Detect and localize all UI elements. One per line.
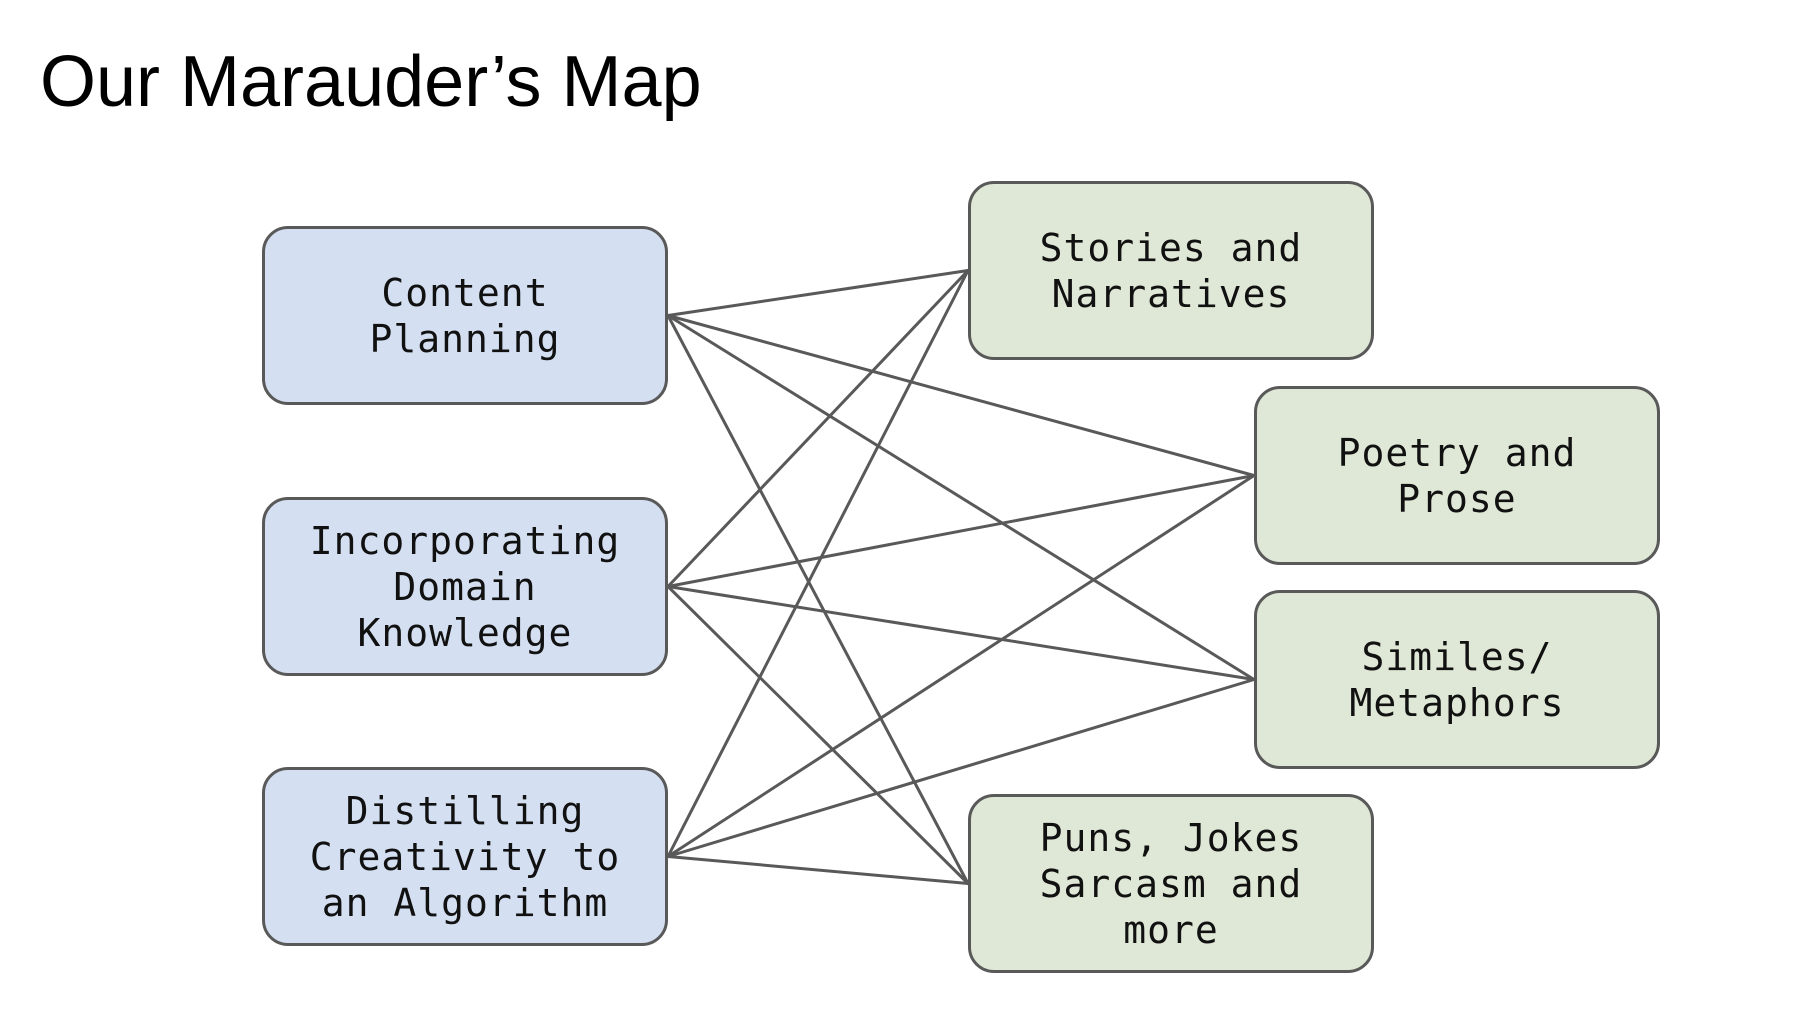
connector-domain-knowledge-to-puns	[666, 585, 970, 885]
connector-content-planning-to-puns	[666, 314, 970, 885]
connector-domain-knowledge-to-stories	[666, 269, 970, 588]
connector-distilling-to-similes	[666, 678, 1256, 858]
slide-title: Our Marauder’s Map	[40, 42, 702, 122]
node-stories-and-narratives: Stories and Narratives	[968, 181, 1374, 360]
node-content-planning: Content Planning	[262, 226, 668, 405]
node-incorporating-domain-knowledge: Incorporating Domain Knowledge	[262, 497, 668, 676]
node-puns-jokes-sarcasm: Puns, Jokes Sarcasm and more	[968, 794, 1374, 973]
connector-domain-knowledge-to-poetry	[666, 474, 1256, 588]
node-poetry-and-prose: Poetry and Prose	[1254, 386, 1660, 565]
node-distilling-creativity: Distilling Creativity to an Algorithm	[262, 767, 668, 946]
connector-domain-knowledge-to-similes	[666, 585, 1256, 681]
connector-content-planning-to-similes	[666, 314, 1256, 681]
connector-content-planning-to-poetry	[666, 314, 1256, 477]
connector-distilling-to-poetry	[666, 474, 1256, 858]
connector-distilling-to-stories	[666, 269, 970, 858]
connector-content-planning-to-stories	[666, 269, 970, 317]
connector-distilling-to-puns	[666, 855, 970, 885]
node-similes-metaphors: Similes/ Metaphors	[1254, 590, 1660, 769]
